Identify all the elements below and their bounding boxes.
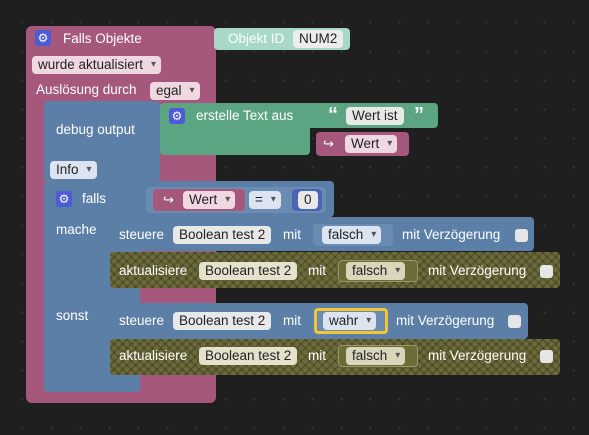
text-join-label: erstelle Text aus: [196, 108, 294, 123]
state-id-field[interactable]: Boolean test 2: [173, 226, 272, 244]
then-label: mache: [56, 222, 97, 237]
updated-dropdown[interactable]: wurde aktualisiert: [32, 56, 162, 74]
variable-arrow-icon: ↪: [163, 192, 174, 207]
action-verb: aktualisiere: [119, 263, 188, 278]
gear-icon[interactable]: ⚙: [56, 191, 72, 207]
trigger-label: Falls Objekte: [63, 31, 142, 46]
state-id-field[interactable]: Boolean test 2: [173, 312, 272, 330]
quote-open: “: [328, 104, 338, 126]
state-id-field[interactable]: Boolean test 2: [199, 262, 298, 280]
delay-checkbox[interactable]: [508, 315, 521, 328]
object-id-field[interactable]: NUM2: [293, 30, 344, 48]
value-dropdown[interactable]: wahr: [323, 312, 377, 330]
variable-dropdown[interactable]: Wert: [345, 135, 398, 153]
gear-icon[interactable]: ⚙: [35, 30, 51, 46]
delay-label: mit Verzögerung: [396, 313, 495, 328]
if-label: falls: [82, 191, 107, 206]
else-label: sonst: [56, 308, 89, 323]
delay-label: mit Verzögerung: [428, 348, 527, 363]
delay-checkbox[interactable]: [515, 229, 528, 242]
compare-variable-dropdown[interactable]: Wert: [183, 191, 236, 209]
trigger-by-label: Auslösung durch: [36, 82, 137, 97]
object-id-label: Objekt ID: [228, 31, 285, 46]
delay-label: mit Verzögerung: [402, 227, 501, 242]
action-verb: steuere: [119, 227, 165, 242]
delay-checkbox[interactable]: [540, 350, 553, 363]
compare-operator-dropdown[interactable]: =: [249, 191, 281, 209]
gear-icon[interactable]: ⚙: [169, 108, 185, 124]
delay-label: mit Verzögerung: [428, 263, 527, 278]
state-id-field[interactable]: Boolean test 2: [199, 347, 298, 365]
text-join-block[interactable]: [160, 103, 310, 155]
text-literal-field[interactable]: Wert ist: [346, 107, 404, 125]
update-state-block-disabled[interactable]: [110, 339, 560, 375]
delay-checkbox[interactable]: [540, 265, 553, 278]
debug-output-label: debug output: [56, 122, 135, 137]
action-mit: mit: [308, 263, 326, 278]
value-dropdown[interactable]: falsch: [346, 347, 406, 365]
quote-close: ”: [414, 104, 424, 126]
event-block-header-extension: [26, 26, 216, 54]
debug-level-dropdown[interactable]: Info: [50, 161, 97, 179]
if-block-mid-bar: [44, 288, 140, 304]
update-state-block-disabled[interactable]: [110, 252, 560, 288]
action-verb: steuere: [119, 313, 165, 328]
action-verb: aktualisiere: [119, 348, 188, 363]
action-mit: mit: [308, 348, 326, 363]
value-dropdown[interactable]: falsch: [346, 262, 406, 280]
variable-arrow-icon: ↪: [323, 136, 334, 151]
if-block-footer: [44, 375, 140, 392]
action-mit: mit: [283, 227, 301, 242]
compare-number-field[interactable]: 0: [298, 191, 318, 209]
trigger-by-dropdown[interactable]: egal: [150, 82, 200, 100]
action-mit: mit: [283, 313, 301, 328]
value-dropdown[interactable]: falsch: [322, 226, 382, 244]
